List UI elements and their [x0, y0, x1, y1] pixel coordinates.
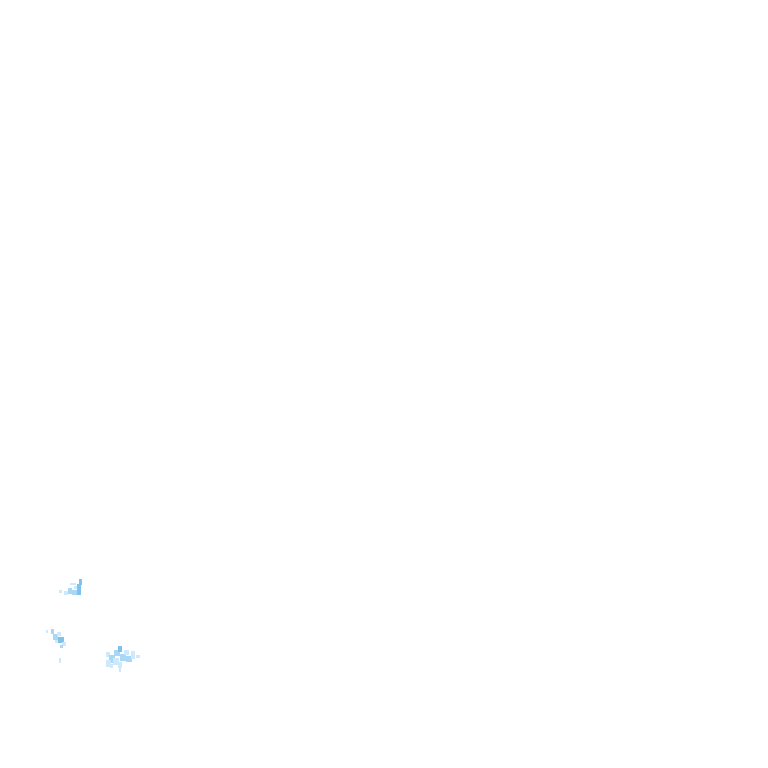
patch-cell — [118, 646, 122, 652]
patch-cell — [120, 654, 126, 661]
patch-cell — [72, 590, 77, 595]
patch-cell — [46, 630, 48, 633]
patch-cell — [77, 584, 81, 595]
patch-cell — [113, 658, 119, 665]
data-patch-east — [106, 646, 140, 672]
patch-cell — [59, 590, 62, 593]
patch-cell — [68, 588, 72, 594]
patch-cell — [58, 637, 64, 643]
patch-cell — [55, 640, 58, 643]
patch-cell — [74, 586, 77, 589]
patch-cell — [64, 591, 68, 595]
patch-cell — [131, 651, 135, 659]
patch-cell — [118, 662, 122, 668]
patch-cell — [51, 629, 54, 634]
patch-cell — [70, 583, 76, 585]
patch-cell — [126, 656, 132, 662]
patch-cell — [109, 655, 115, 663]
patch-cell — [60, 645, 63, 648]
patch-cell — [57, 632, 61, 636]
patch-cell — [110, 664, 113, 668]
patch-cell — [106, 660, 111, 667]
patch-cell — [59, 658, 61, 663]
patch-cell — [124, 650, 129, 655]
data-patch-north — [59, 579, 82, 595]
patch-cell — [136, 655, 140, 658]
patch-cell — [53, 634, 58, 640]
patch-cell — [119, 667, 121, 672]
data-patch-west — [46, 629, 66, 663]
patch-cell — [79, 579, 82, 585]
patch-cell — [106, 652, 110, 657]
patch-cell — [62, 642, 66, 646]
patch-cell — [114, 650, 120, 656]
